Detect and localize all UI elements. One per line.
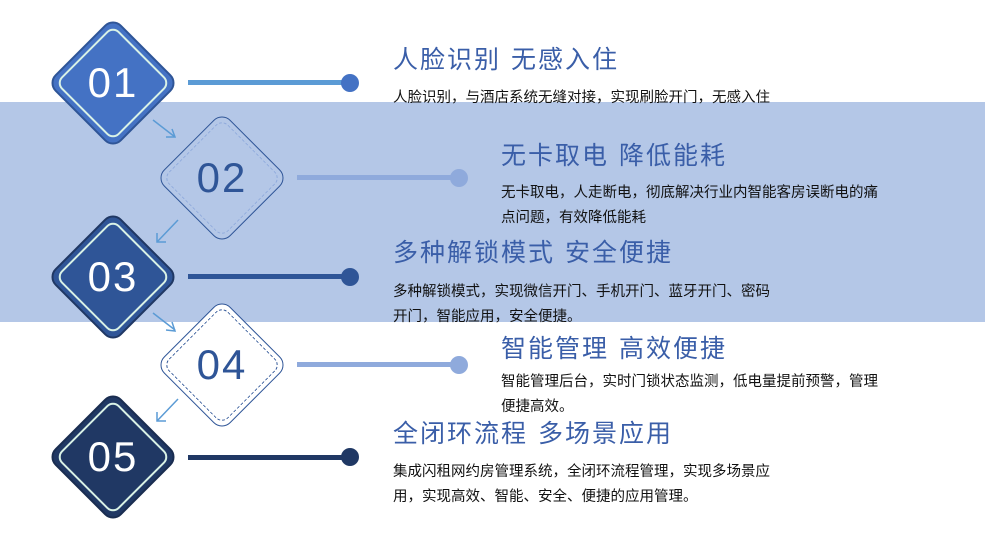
desc-line: 人脸识别，与酒店系统无缝对接，实现刷脸开门，无感入住 bbox=[393, 90, 770, 106]
step-1-description: 人脸识别，与酒店系统无缝对接，实现刷脸开门，无感入住 bbox=[393, 86, 770, 111]
step-3-description: 多种解锁模式，实现微信开门、手机开门、蓝牙开门、密码开门，智能应用，安全便捷。 bbox=[393, 280, 770, 330]
arrow-icon bbox=[156, 398, 179, 422]
desc-line: 多种解锁模式，实现微信开门、手机开门、蓝牙开门、密码 bbox=[393, 284, 770, 300]
step-3-connector bbox=[188, 274, 348, 279]
step-4-connector bbox=[297, 362, 457, 367]
step-4-dot bbox=[450, 356, 468, 374]
step-2-number: 02 bbox=[196, 154, 248, 201]
step-5-connector bbox=[188, 455, 348, 460]
step-2-connector bbox=[297, 175, 457, 180]
desc-line: 集成闪租网约房管理系统，全闭环流程管理，实现多场景应 bbox=[393, 464, 770, 480]
step-5-title: 全闭环流程 多场景应用 bbox=[393, 419, 673, 448]
step-2-dot bbox=[450, 169, 468, 187]
desc-line: 无卡取电，人走断电，彻底解决行业内智能客房误断电的痛 bbox=[501, 185, 878, 201]
step-4-number: 04 bbox=[196, 341, 248, 388]
step-3-title: 多种解锁模式 安全便捷 bbox=[393, 238, 673, 267]
step-1-connector bbox=[188, 80, 348, 85]
step-5-dot bbox=[341, 448, 359, 466]
step-1-title: 人脸识别 无感入住 bbox=[393, 45, 619, 74]
step-4-title: 智能管理 高效便捷 bbox=[501, 334, 727, 363]
desc-line: 便捷高效。 bbox=[501, 399, 574, 415]
step-2-description: 无卡取电，人走断电，彻底解决行业内智能客房误断电的痛点问题，有效降低能耗 bbox=[501, 181, 878, 231]
desc-line: 点问题，有效降低能耗 bbox=[501, 210, 646, 226]
step-1-number: 01 bbox=[87, 59, 139, 106]
desc-line: 用，实现高效、智能、安全、便捷的应用管理。 bbox=[393, 489, 698, 505]
arrow-icon bbox=[152, 312, 177, 332]
step-3-dot bbox=[341, 268, 359, 286]
step-1-dot bbox=[341, 74, 359, 92]
step-3-number: 03 bbox=[87, 253, 139, 300]
arrow-icon bbox=[156, 219, 179, 243]
step-4-description: 智能管理后台，实时门锁状态监测，低电量提前预警，管理便捷高效。 bbox=[501, 370, 878, 420]
step-5-description: 集成闪租网约房管理系统，全闭环流程管理，实现多场景应用，实现高效、智能、安全、便… bbox=[393, 460, 770, 510]
step-2-title: 无卡取电 降低能耗 bbox=[501, 141, 727, 170]
step-5-number: 05 bbox=[87, 433, 139, 480]
desc-line: 智能管理后台，实时门锁状态监测，低电量提前预警，管理 bbox=[501, 374, 878, 390]
arrow-icon bbox=[152, 119, 177, 138]
desc-line: 开门，智能应用，安全便捷。 bbox=[393, 309, 582, 325]
